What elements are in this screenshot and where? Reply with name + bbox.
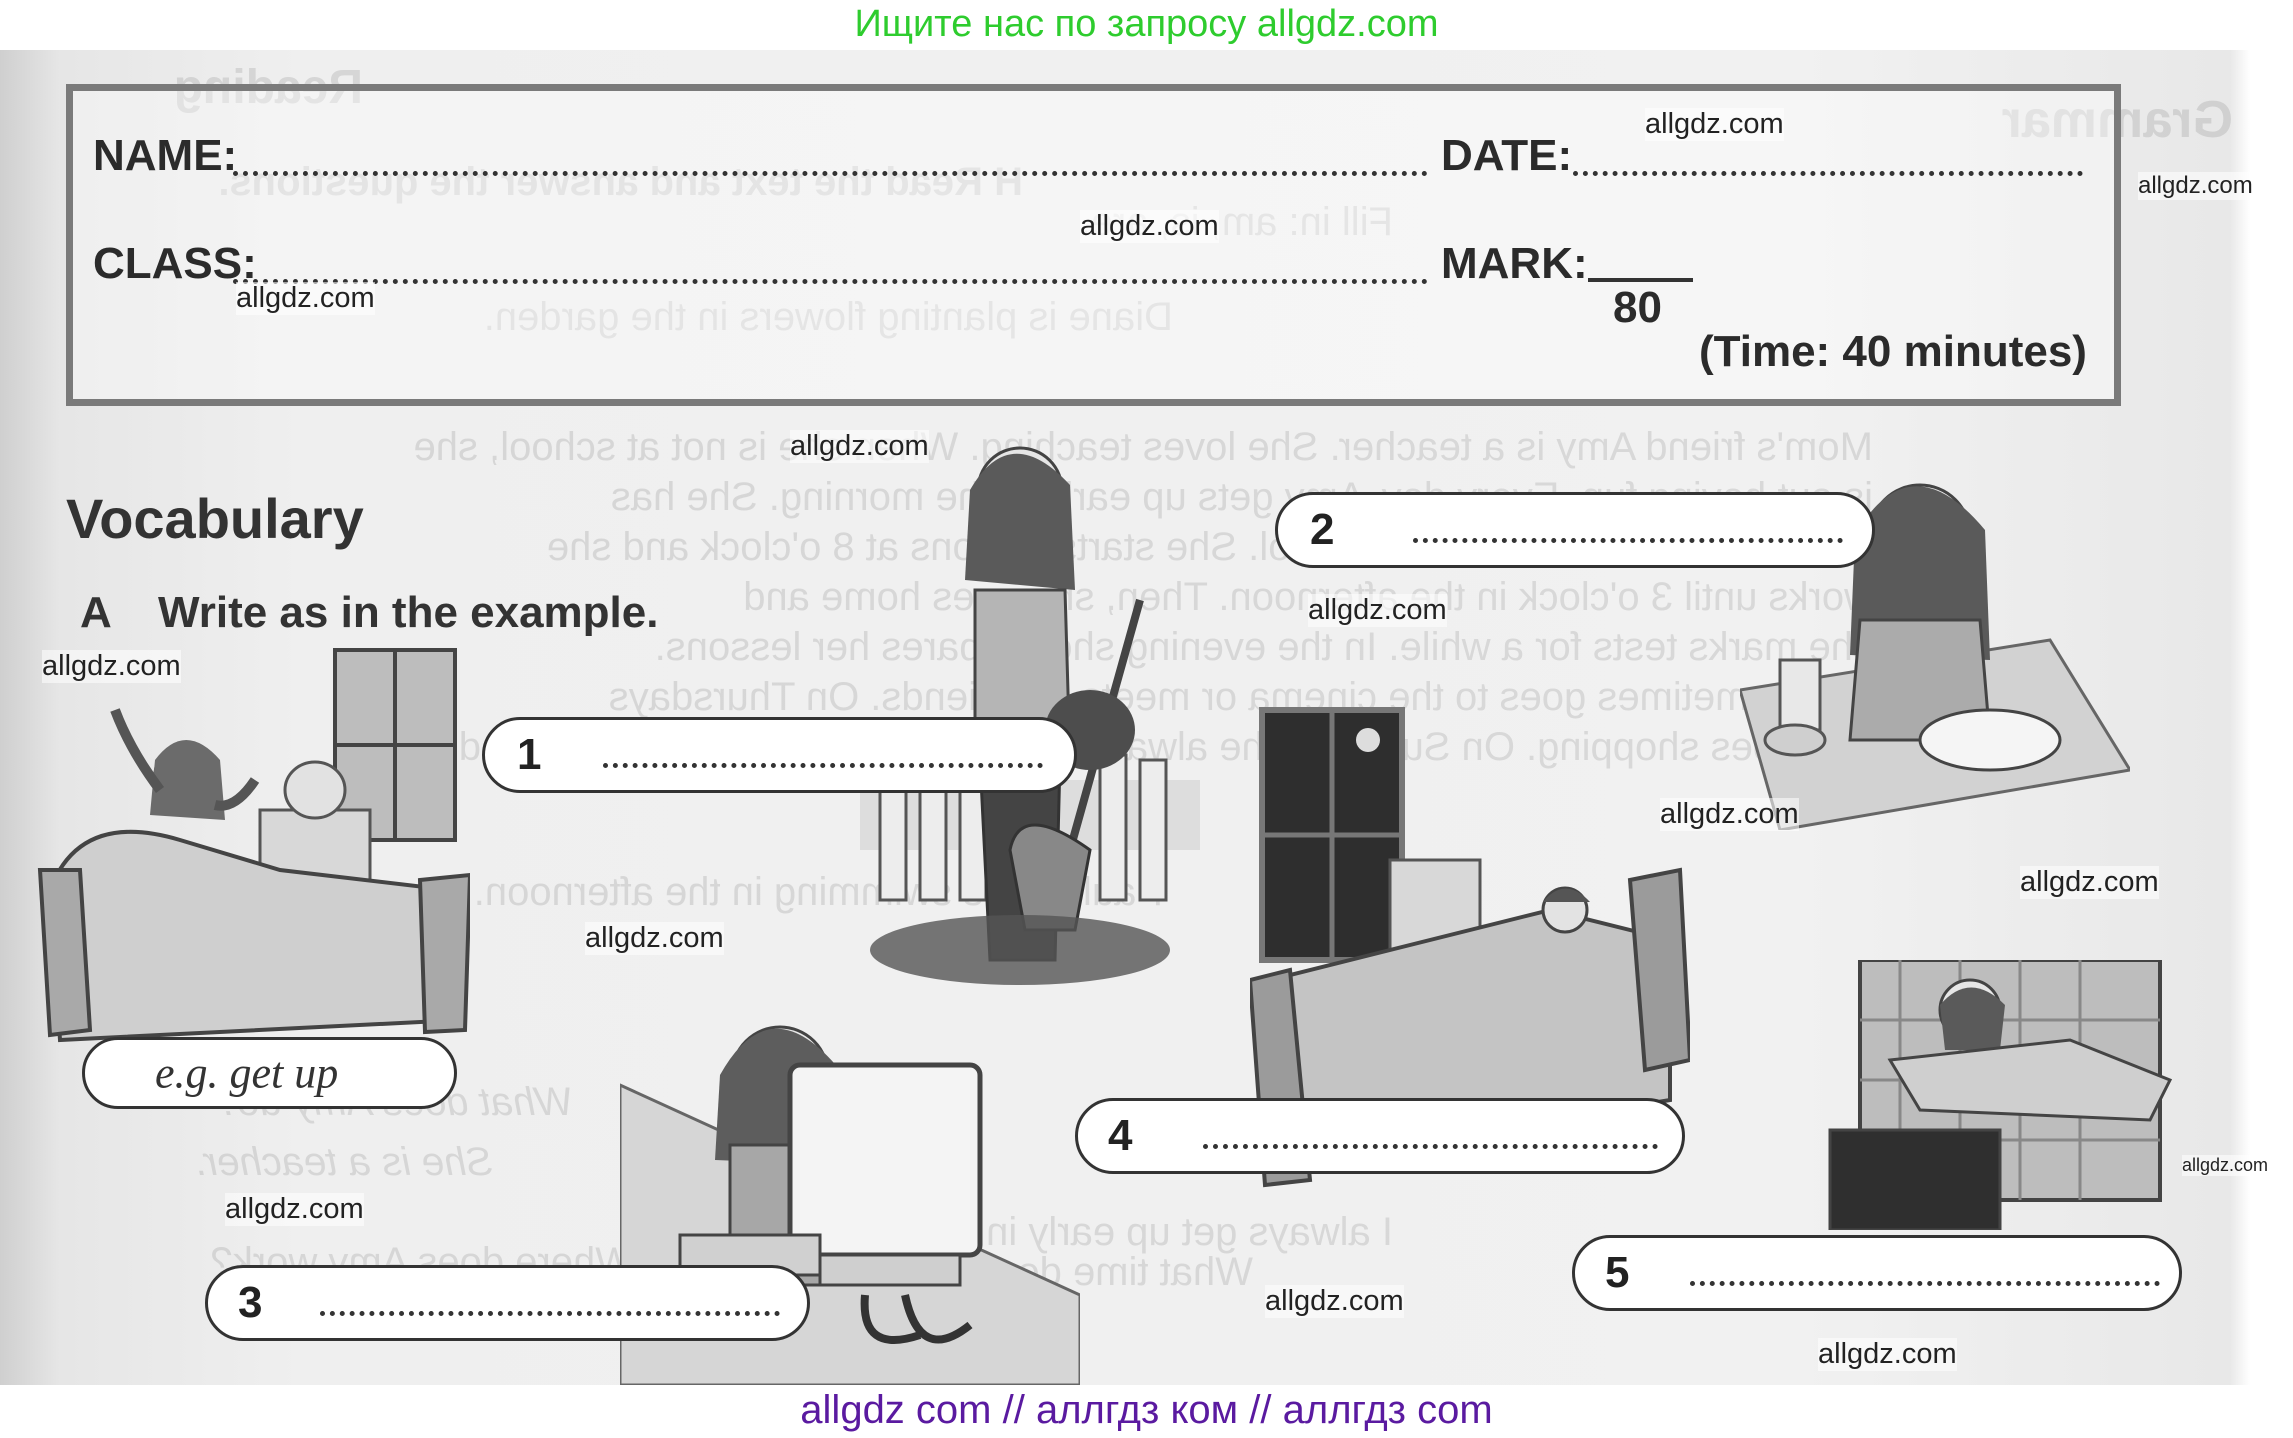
watermark: allgdz.com [2138,172,2253,200]
bottom-banner: allgdz com // аллгдз ком // аллгдз com [0,1385,2293,1438]
watermark: allgdz.com [1818,1338,1957,1371]
task-instruction: Write as in the example. [158,588,659,637]
answer-line-3[interactable] [320,1311,780,1316]
answer-number-5: 5 [1605,1248,1630,1297]
watermark: allgdz.com [2182,1155,2269,1176]
watermark: allgdz.com [790,430,929,463]
task-letter: A [80,588,112,637]
watermark: allgdz.com [1308,594,1447,627]
scene-girl-at-computer [620,1025,1080,1385]
watermark: allgdz.com [225,1193,364,1226]
answer-line-4[interactable] [1203,1144,1658,1149]
watermark: allgdz.com [2020,866,2159,899]
class-label: CLASS: [93,239,257,288]
watermark: allgdz.com [1645,108,1784,141]
answer-line-2[interactable] [1413,538,1843,543]
example-answer-box: e.g. get up [82,1037,457,1109]
answer-box-2[interactable]: 2 [1275,492,1875,568]
name-field[interactable] [233,171,1428,176]
top-banner: Ищите нас по запросу allgdz.com [0,0,2293,50]
scene-girl-eating [1740,483,2130,830]
mark-label: MARK: [1441,239,1588,288]
date-label: DATE: [1441,131,1573,180]
mark-field[interactable] [1588,278,1693,282]
answer-line-5[interactable] [1690,1281,2160,1286]
watermark: allgdz.com [1265,1285,1404,1318]
bleed-text: She is a teacher. [194,1140,493,1184]
answer-box-5[interactable]: 5 [1572,1235,2182,1311]
answer-box-3[interactable]: 3 [205,1265,810,1341]
name-label: NAME: [93,131,238,180]
class-field[interactable] [233,279,1428,284]
watermark: allgdz.com [585,922,724,955]
answer-box-1[interactable]: 1 [482,717,1077,793]
answer-number-2: 2 [1310,505,1335,554]
scene-girl-waking-up [37,648,470,1043]
answer-number-4: 4 [1108,1111,1133,1160]
answer-number-3: 3 [238,1278,263,1327]
watermark: allgdz.com [236,282,375,315]
scene-girl-watching-tv [1828,960,2173,1230]
watermark: allgdz.com [42,650,181,683]
answer-box-4[interactable]: 4 [1075,1098,1685,1174]
example-answer: e.g. get up [155,1048,339,1098]
section-title: Vocabulary [66,487,364,550]
mark-total: 80 [1613,283,1662,332]
bleed-text: she marks tests for a while. In the even… [654,625,1873,669]
time-limit: (Time: 40 minutes) [1699,327,2087,376]
date-field[interactable] [1573,171,2083,176]
answer-number-1: 1 [517,730,542,779]
watermark: allgdz.com [1660,798,1799,831]
watermark: allgdz.com [1080,210,1219,243]
answer-line-1[interactable] [603,763,1043,768]
student-info-box: NAME: CLASS: DATE: MARK: 80 (Time: 40 mi… [66,84,2121,406]
